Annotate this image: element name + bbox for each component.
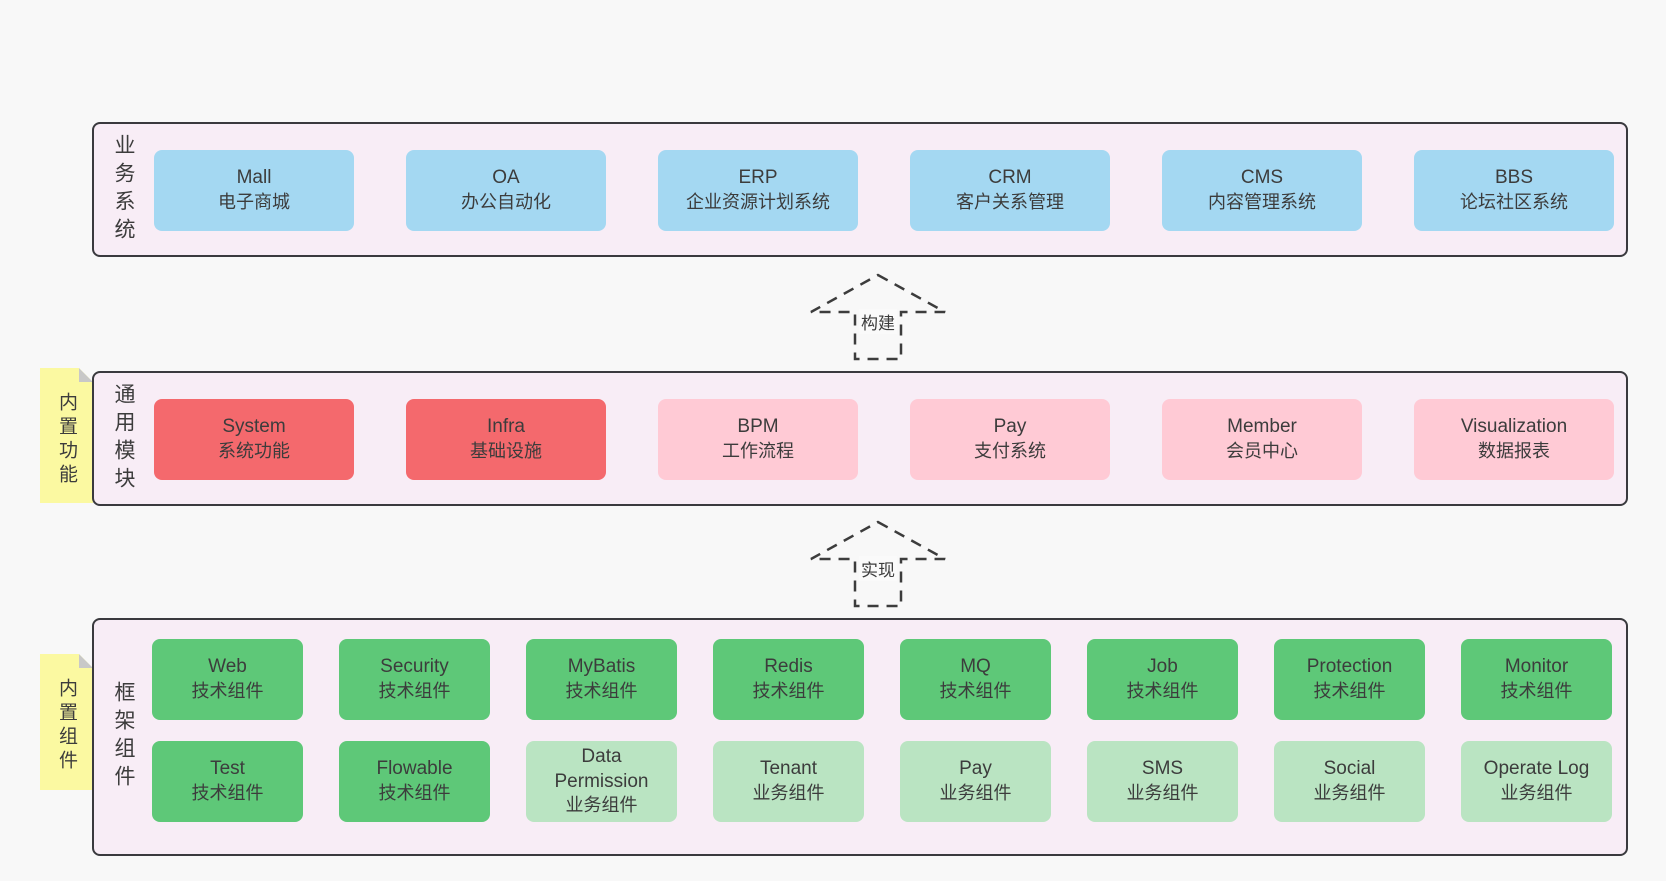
box-test: Test 技术组件	[152, 741, 303, 822]
box-monitor: Monitor 技术组件	[1461, 639, 1612, 720]
box-bpm: BPM 工作流程	[658, 399, 858, 480]
panel-business-systems-label: 业务系统	[112, 133, 135, 246]
box-social: Social 业务组件	[1274, 741, 1425, 822]
panel-common-modules-label: 通用模块	[112, 382, 135, 495]
sticky-note-label: 内置功能	[56, 391, 77, 488]
components-row-1: Web 技术组件 Security 技术组件 MyBatis 技术组件 Redi…	[152, 639, 1612, 720]
box-mall: Mall 电子商城	[154, 150, 354, 231]
sticky-note-label: 内置组件	[56, 678, 77, 775]
box-web: Web 技术组件	[152, 639, 303, 720]
box-oa: OA 办公自动化	[406, 150, 606, 231]
box-bbs: BBS 论坛社区系统	[1414, 150, 1614, 231]
box-protection: Protection 技术组件	[1274, 639, 1425, 720]
box-operate-log: Operate Log 业务组件	[1461, 741, 1612, 822]
box-pay-component: Pay 业务组件	[900, 741, 1051, 822]
panel-business-systems: 业务系统 Mall 电子商城 OA 办公自动化 ERP 企业资源计划系统 CRM…	[92, 122, 1628, 257]
box-mq: MQ 技术组件	[900, 639, 1051, 720]
box-flowable: Flowable 技术组件	[339, 741, 490, 822]
box-pay-module: Pay 支付系统	[910, 399, 1110, 480]
box-job: Job 技术组件	[1087, 639, 1238, 720]
sticky-fold-icon	[79, 368, 93, 382]
box-infra: Infra 基础设施	[406, 399, 606, 480]
sticky-note-builtin-features: 内置功能	[40, 368, 93, 503]
modules-boxes-row: System 系统功能 Infra 基础设施 BPM 工作流程 Pay 支付系统…	[154, 399, 1614, 480]
box-data-permission: Data Permission 业务组件	[526, 741, 677, 822]
box-crm: CRM 客户关系管理	[910, 150, 1110, 231]
arrow-build-label: 构建	[859, 309, 897, 334]
box-redis: Redis 技术组件	[713, 639, 864, 720]
box-tenant: Tenant 业务组件	[713, 741, 864, 822]
box-member: Member 会员中心	[1162, 399, 1362, 480]
box-system: System 系统功能	[154, 399, 354, 480]
sticky-fold-icon	[79, 654, 93, 668]
business-boxes-row: Mall 电子商城 OA 办公自动化 ERP 企业资源计划系统 CRM 客户关系…	[154, 150, 1614, 231]
components-row-2: Test 技术组件 Flowable 技术组件 Data Permission …	[152, 741, 1612, 822]
panel-common-modules: 通用模块 System 系统功能 Infra 基础设施 BPM 工作流程 Pay…	[92, 371, 1628, 506]
box-visualization: Visualization 数据报表	[1414, 399, 1614, 480]
box-mybatis: MyBatis 技术组件	[526, 639, 677, 720]
arrow-implement: 实现	[808, 519, 948, 609]
box-sms: SMS 业务组件	[1087, 741, 1238, 822]
sticky-note-builtin-components: 内置组件	[40, 654, 93, 790]
arrow-build: 构建	[808, 272, 948, 362]
arrow-implement-label: 实现	[859, 556, 897, 581]
up-block-arrow-icon	[810, 273, 946, 361]
panel-framework-components-label: 框架组件	[112, 681, 135, 793]
up-block-arrow-icon	[810, 520, 946, 608]
box-erp: ERP 企业资源计划系统	[658, 150, 858, 231]
box-cms: CMS 内容管理系统	[1162, 150, 1362, 231]
box-security: Security 技术组件	[339, 639, 490, 720]
panel-framework-components: 框架组件 Web 技术组件 Security 技术组件 MyBatis 技术组件…	[92, 618, 1628, 856]
